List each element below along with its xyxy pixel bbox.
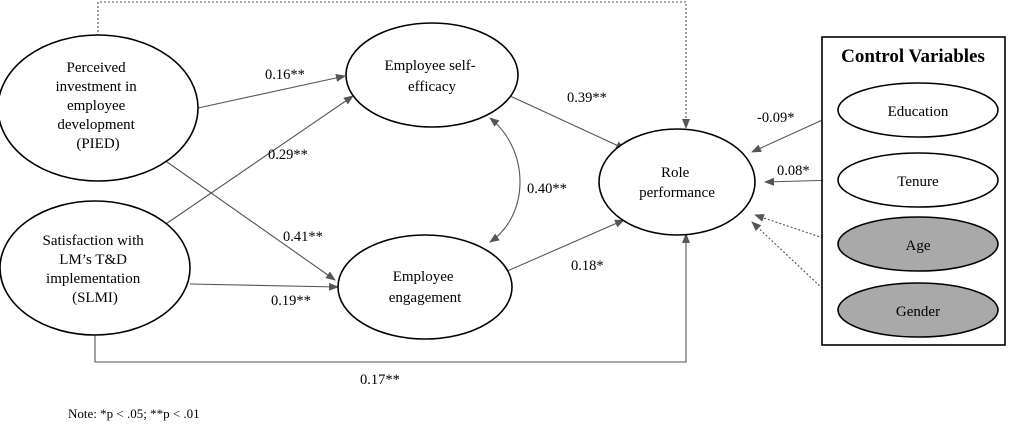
pied-to-self-efficacy-arrow	[197, 74, 346, 109]
engagement-node: Employee engagement	[337, 234, 513, 340]
engagement-label-line: engagement	[389, 290, 462, 306]
role-performance-label-line: Role	[661, 165, 690, 181]
slmi-to-self-efficacy-coefficient: 0.29**	[268, 147, 308, 163]
engagement-to-role-coefficient: 0.18*	[571, 258, 604, 274]
pied-label-line: investment in	[56, 79, 138, 95]
education-label: Education	[888, 104, 949, 120]
tenure-to-role-coefficient: 0.08*	[777, 163, 810, 179]
age-node: Age	[837, 216, 999, 272]
svg-text:Perceived investment in: Perceived investment in employee develop…	[56, 60, 141, 152]
slmi-to-self-efficacy-arrow	[159, 95, 354, 229]
pied-to-engagement-arrow	[149, 149, 336, 281]
education-to-role-coefficient: -0.09*	[757, 110, 794, 126]
self-efficacy-node: Employee self- efficacy	[345, 22, 519, 128]
slmi-to-engagement-coefficient: 0.19**	[271, 293, 311, 309]
svg-text:Satisfaction with LM’s T: Satisfaction with LM’s T&D implementatio…	[43, 233, 148, 306]
pied-to-engagement-coefficient: 0.41**	[283, 229, 323, 245]
engagement-to-role-arrow	[504, 219, 625, 273]
slmi-label-line: LM’s T&D	[59, 252, 127, 268]
svg-text:Employee self- efficacy: Employee self- efficacy	[385, 58, 480, 95]
control-variables-title: Control Variables	[841, 46, 985, 67]
self-efficacy-engagement-correlation-arrow	[489, 117, 521, 243]
pied-to-self-efficacy-coefficient: 0.16**	[265, 67, 305, 83]
slmi-label-line: Satisfaction with	[43, 233, 145, 249]
gender-label: Gender	[896, 304, 940, 320]
tenure-label: Tenure	[897, 174, 939, 190]
role-performance-node: Role performance	[598, 128, 756, 236]
self-efficacy-to-role-arrow	[507, 94, 626, 150]
self-efficacy-label-line: efficacy	[408, 79, 457, 95]
slmi-label-line: (SLMI)	[72, 290, 118, 306]
role-performance-label-line: performance	[639, 185, 715, 201]
engagement-label-line: Employee	[393, 269, 454, 285]
tenure-node: Tenure	[837, 152, 999, 208]
self-efficacy-to-role-coefficient: 0.39**	[567, 90, 607, 106]
pied-node: Perceived investment in employee develop…	[0, 34, 199, 182]
slmi-to-engagement-arrow	[189, 282, 339, 291]
pied-label-line: (PIED)	[76, 136, 119, 152]
gender-node: Gender	[837, 282, 999, 338]
age-label: Age	[906, 238, 931, 254]
slmi-to-role-coefficient: 0.17**	[360, 372, 400, 388]
significance-note: Note: *p < .05; **p < .01	[68, 406, 200, 421]
self-efficacy-engagement-correlation-coefficient: 0.40**	[527, 181, 567, 197]
svg-text:Employee engagement: Employee engagement	[389, 269, 462, 306]
slmi-node: Satisfaction with LM’s T&D implementatio…	[0, 200, 191, 336]
svg-text:Role performance: Role performance	[639, 165, 715, 201]
pied-label-line: Perceived	[67, 60, 127, 76]
slmi-to-role-arrow	[94, 233, 690, 363]
education-node: Education	[837, 82, 999, 138]
pied-label-line: development	[57, 117, 135, 133]
pied-to-role-dotted-path	[97, 1, 690, 129]
age-to-role-dotted-arrow	[754, 214, 839, 244]
slmi-label-line: implementation	[46, 271, 141, 287]
self-efficacy-label-line: Employee self-	[385, 58, 476, 74]
pied-label-line: employee	[67, 98, 126, 114]
